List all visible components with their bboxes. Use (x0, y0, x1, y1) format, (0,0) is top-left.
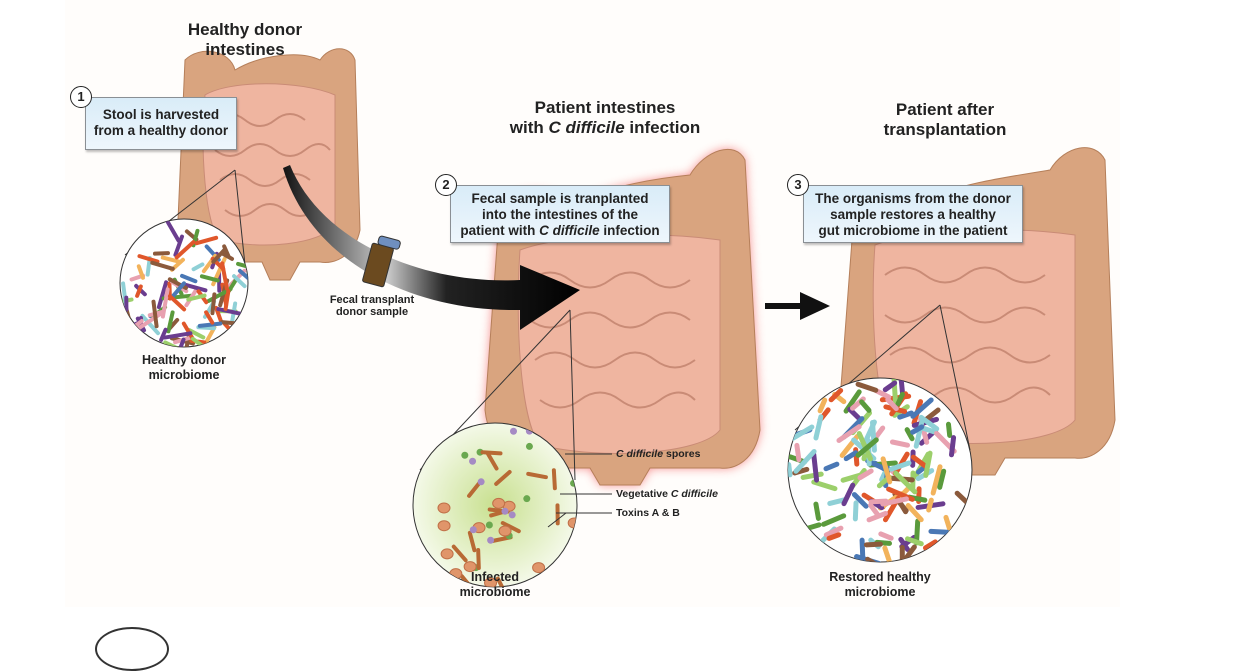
microbe (862, 540, 863, 560)
microbe (892, 442, 907, 445)
microbe (200, 324, 220, 326)
vegetative-c-difficile (554, 470, 555, 488)
legend-vegetative: Vegetative C difficile (616, 488, 718, 500)
label-restored-microbiome: Restored healthy microbiome (815, 570, 945, 600)
microbe (829, 535, 839, 539)
label-infected-microbiome: Infected microbiome (450, 570, 540, 600)
step-badge-3: 3 (787, 174, 809, 196)
toxin (469, 458, 476, 465)
toxin (487, 537, 494, 544)
microbe (814, 454, 817, 480)
microbe (871, 501, 886, 502)
step-arrow (765, 292, 830, 320)
toxin (510, 428, 517, 435)
label-donor-sample: Fecal transplant donor sample (327, 294, 417, 318)
microbe (155, 253, 168, 254)
microbe (924, 428, 935, 432)
microbe (929, 500, 932, 510)
microbe (901, 381, 902, 393)
microbe (789, 465, 790, 475)
c-difficile-spore (438, 503, 450, 513)
infected-microbiome-circle (413, 423, 580, 595)
toxin (461, 452, 468, 459)
callout-step-1: Stool is harvested from a healthy donor (85, 97, 237, 150)
label-healthy-microbiome: Healthy donor microbiome (125, 353, 243, 383)
toxin (509, 511, 516, 518)
illustration (0, 0, 1259, 636)
c-difficile-spore (438, 521, 450, 531)
microbe (931, 531, 947, 532)
vegetative-c-difficile (483, 452, 501, 453)
microbe (948, 424, 949, 435)
microbe (224, 323, 242, 342)
microbe (866, 544, 880, 545)
toxin (470, 526, 477, 533)
vegetative-c-difficile (478, 550, 479, 568)
legend-toxins: Toxins A & B (616, 507, 680, 519)
toxin (501, 508, 508, 515)
c-difficile-spore (493, 498, 505, 508)
microbe (855, 503, 856, 519)
toxin (526, 443, 533, 450)
microbe (816, 504, 819, 518)
title-healthy-donor: Healthy donor intestines (180, 20, 310, 60)
title-patient-after: Patient after transplantation (860, 100, 1030, 140)
step-badge-2: 2 (435, 174, 457, 196)
step-badge-1: 1 (70, 86, 92, 108)
logo-seal-icon (95, 627, 169, 671)
title-patient-infected: Patient intestines with C difficile infe… (490, 98, 720, 138)
c-difficile-spore (499, 526, 511, 536)
callout-step-2: Fecal sample is tranplanted into the int… (450, 185, 670, 243)
toxin (486, 522, 493, 529)
microbe (952, 438, 954, 455)
c-difficile-spore (441, 549, 453, 559)
microbe (797, 445, 799, 459)
microbe (226, 291, 229, 309)
microbe (212, 294, 214, 313)
legend-spores: C difficile spores (616, 448, 700, 460)
restored-microbiome-circle (784, 378, 972, 569)
toxin (523, 495, 530, 502)
callout-step-3: The organisms from the donor sample rest… (803, 185, 1023, 243)
toxin (478, 478, 485, 485)
